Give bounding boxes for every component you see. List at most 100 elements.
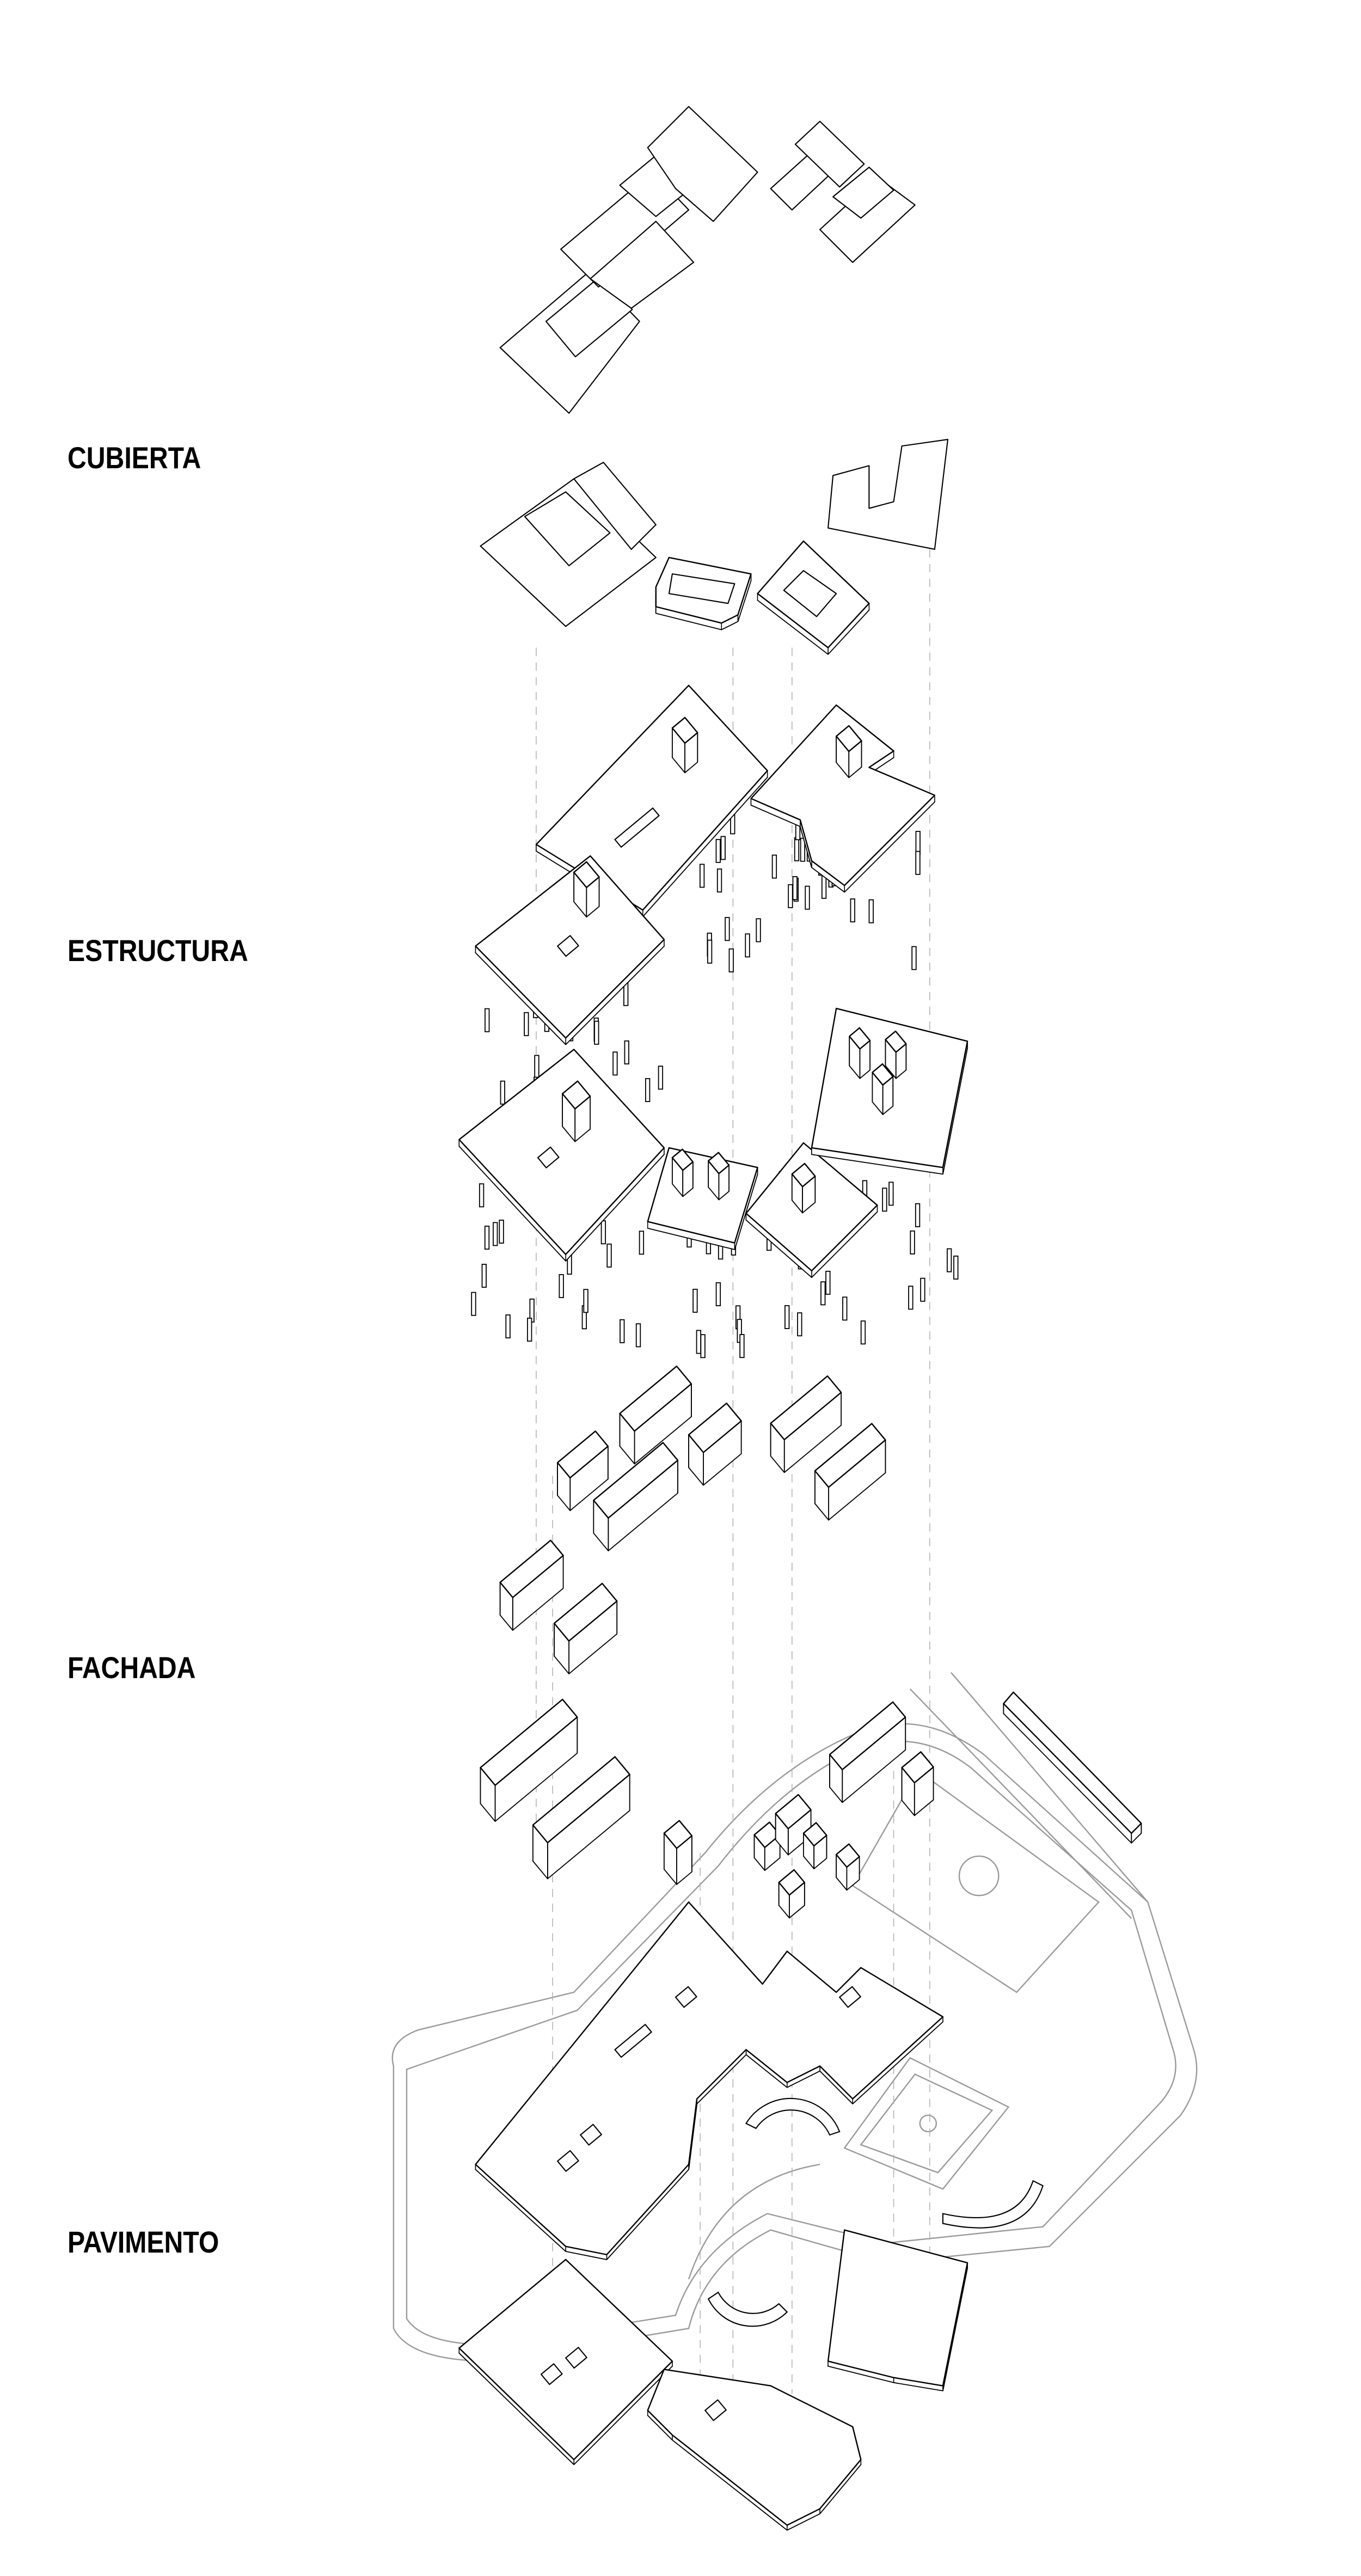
stair-core-top bbox=[872, 1063, 894, 1086]
curved-bench bbox=[942, 2180, 1044, 2229]
facade-block-top bbox=[499, 1539, 564, 1599]
column bbox=[788, 884, 793, 908]
skylight bbox=[537, 1146, 560, 1168]
bleacher-top bbox=[1003, 1691, 1142, 1834]
column bbox=[716, 868, 722, 893]
amphitheater bbox=[707, 2291, 788, 2327]
column bbox=[915, 830, 921, 855]
facade-block-top bbox=[553, 1582, 618, 1642]
column bbox=[820, 1281, 826, 1306]
facade-block-top bbox=[593, 1442, 679, 1519]
column bbox=[737, 1319, 742, 1343]
column bbox=[606, 1243, 612, 1268]
stair-core-top bbox=[708, 1152, 730, 1174]
column bbox=[484, 1226, 490, 1250]
roof-inner bbox=[783, 570, 837, 617]
facade-block-top bbox=[480, 1698, 578, 1786]
column bbox=[692, 1288, 698, 1313]
column bbox=[534, 1055, 540, 1079]
column bbox=[915, 1203, 921, 1227]
paving-slab bbox=[827, 2229, 968, 2387]
layer-label-cubierta: CUBIERTA bbox=[68, 440, 201, 475]
column bbox=[756, 918, 761, 943]
skylight bbox=[675, 1986, 697, 2008]
site-path bbox=[909, 1688, 1132, 1919]
column bbox=[479, 1183, 485, 1208]
stair-core-top bbox=[561, 1080, 591, 1110]
column bbox=[920, 1277, 925, 1302]
roof-panel bbox=[573, 462, 657, 550]
skylight bbox=[614, 807, 660, 848]
skylight bbox=[557, 2150, 579, 2172]
facade-block-top bbox=[532, 1756, 630, 1844]
site-path bbox=[951, 1672, 1149, 1903]
column bbox=[915, 850, 921, 875]
stair-core-top bbox=[671, 717, 698, 744]
court-circle bbox=[919, 2114, 937, 2133]
column bbox=[493, 1222, 498, 1246]
column bbox=[524, 1012, 529, 1036]
facade-block-top bbox=[688, 1403, 742, 1453]
roof-panel bbox=[794, 120, 865, 188]
column bbox=[658, 1066, 664, 1090]
layer-label-pavimento: PAVIMENTO bbox=[68, 2225, 219, 2259]
roof-panel bbox=[827, 439, 949, 550]
layer-label-estructura: ESTRUCTURA bbox=[68, 933, 248, 968]
skylight bbox=[565, 2347, 587, 2369]
roof-panel bbox=[832, 167, 894, 219]
center-circle bbox=[958, 1855, 1000, 1896]
column bbox=[797, 1312, 802, 1337]
paving-slab bbox=[647, 2369, 862, 2526]
column bbox=[696, 1330, 702, 1354]
facade-block-top bbox=[835, 1843, 860, 1868]
column bbox=[635, 1323, 641, 1348]
stair-core-top bbox=[885, 1030, 907, 1053]
column bbox=[745, 933, 750, 958]
football-field bbox=[851, 1770, 1100, 1993]
column bbox=[911, 946, 917, 970]
facade-block-top bbox=[802, 1822, 827, 1847]
roof-panel bbox=[590, 221, 695, 309]
structure-slab bbox=[458, 1049, 665, 1255]
column bbox=[771, 854, 777, 879]
column bbox=[953, 1256, 959, 1280]
sports-court bbox=[843, 2057, 1010, 2190]
skylight bbox=[540, 2363, 563, 2385]
column bbox=[720, 836, 726, 860]
column bbox=[882, 1188, 887, 1212]
column bbox=[821, 874, 827, 899]
paving-slab bbox=[458, 2259, 673, 2461]
stair-core-top bbox=[791, 1162, 816, 1188]
column bbox=[527, 1317, 532, 1342]
column bbox=[583, 1289, 588, 1313]
column bbox=[868, 899, 874, 923]
column bbox=[505, 1314, 511, 1339]
facade-block-top bbox=[901, 1751, 934, 1784]
column bbox=[639, 1231, 645, 1255]
column bbox=[645, 1078, 651, 1102]
column bbox=[699, 864, 705, 888]
stair-core-top bbox=[835, 725, 862, 752]
bleacher-wall bbox=[1003, 1703, 1132, 1844]
facade-block-top bbox=[775, 1794, 812, 1829]
facade-block-top bbox=[829, 1701, 906, 1771]
column bbox=[805, 885, 810, 910]
column bbox=[888, 1182, 894, 1206]
column bbox=[612, 1051, 618, 1076]
column bbox=[850, 898, 855, 923]
column bbox=[739, 1334, 745, 1359]
column bbox=[481, 1264, 487, 1288]
column bbox=[594, 1020, 599, 1045]
roof-panel bbox=[647, 106, 758, 222]
column bbox=[728, 948, 734, 972]
column bbox=[842, 1296, 848, 1321]
column bbox=[499, 1219, 504, 1244]
column bbox=[792, 876, 798, 901]
skylight bbox=[614, 2024, 652, 2058]
skylight bbox=[557, 935, 579, 957]
column bbox=[600, 1220, 606, 1245]
layer-label-fachada: FACHADA bbox=[68, 1650, 196, 1685]
sports-court-inner bbox=[860, 2073, 994, 2174]
amphitheater bbox=[745, 2098, 841, 2136]
